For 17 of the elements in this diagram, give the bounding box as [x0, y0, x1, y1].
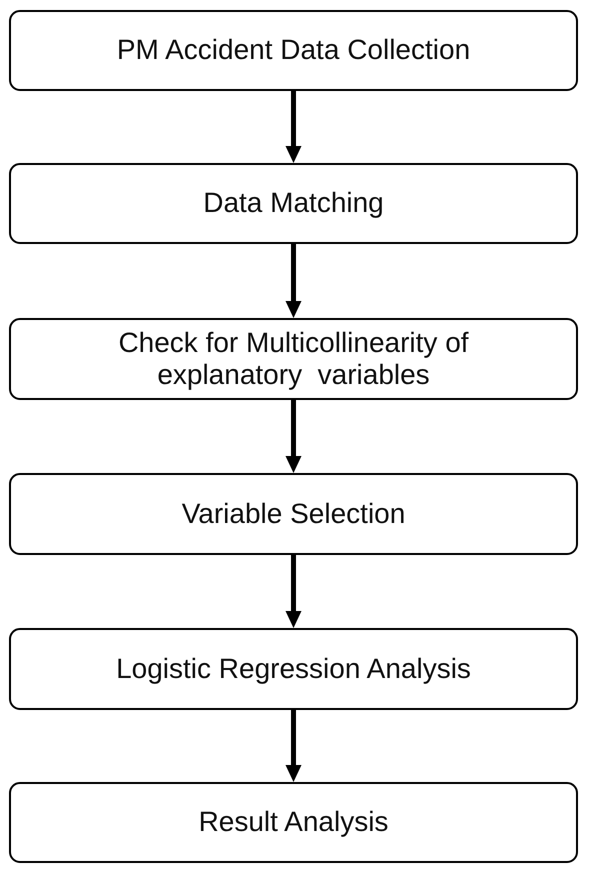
arrow [286, 555, 302, 628]
step-label: PM Accident Data Collection [116, 34, 470, 67]
process-box [9, 473, 578, 555]
step-label: Data Matching [203, 187, 384, 220]
process-box [9, 782, 578, 863]
step-label: Check for Multicollinearity of explanatory variables [117, 326, 470, 392]
process-box [9, 318, 578, 400]
step-label: Variable Selection [182, 498, 406, 530]
step-label: Logistic Regression Analysis [116, 652, 471, 686]
arrow [286, 91, 302, 163]
process-box [9, 628, 578, 710]
arrow [286, 244, 302, 318]
process-box [9, 10, 578, 91]
process-box [9, 163, 578, 244]
step-label: Result Analysis [198, 806, 388, 839]
arrow [286, 400, 302, 473]
arrow [286, 710, 302, 782]
